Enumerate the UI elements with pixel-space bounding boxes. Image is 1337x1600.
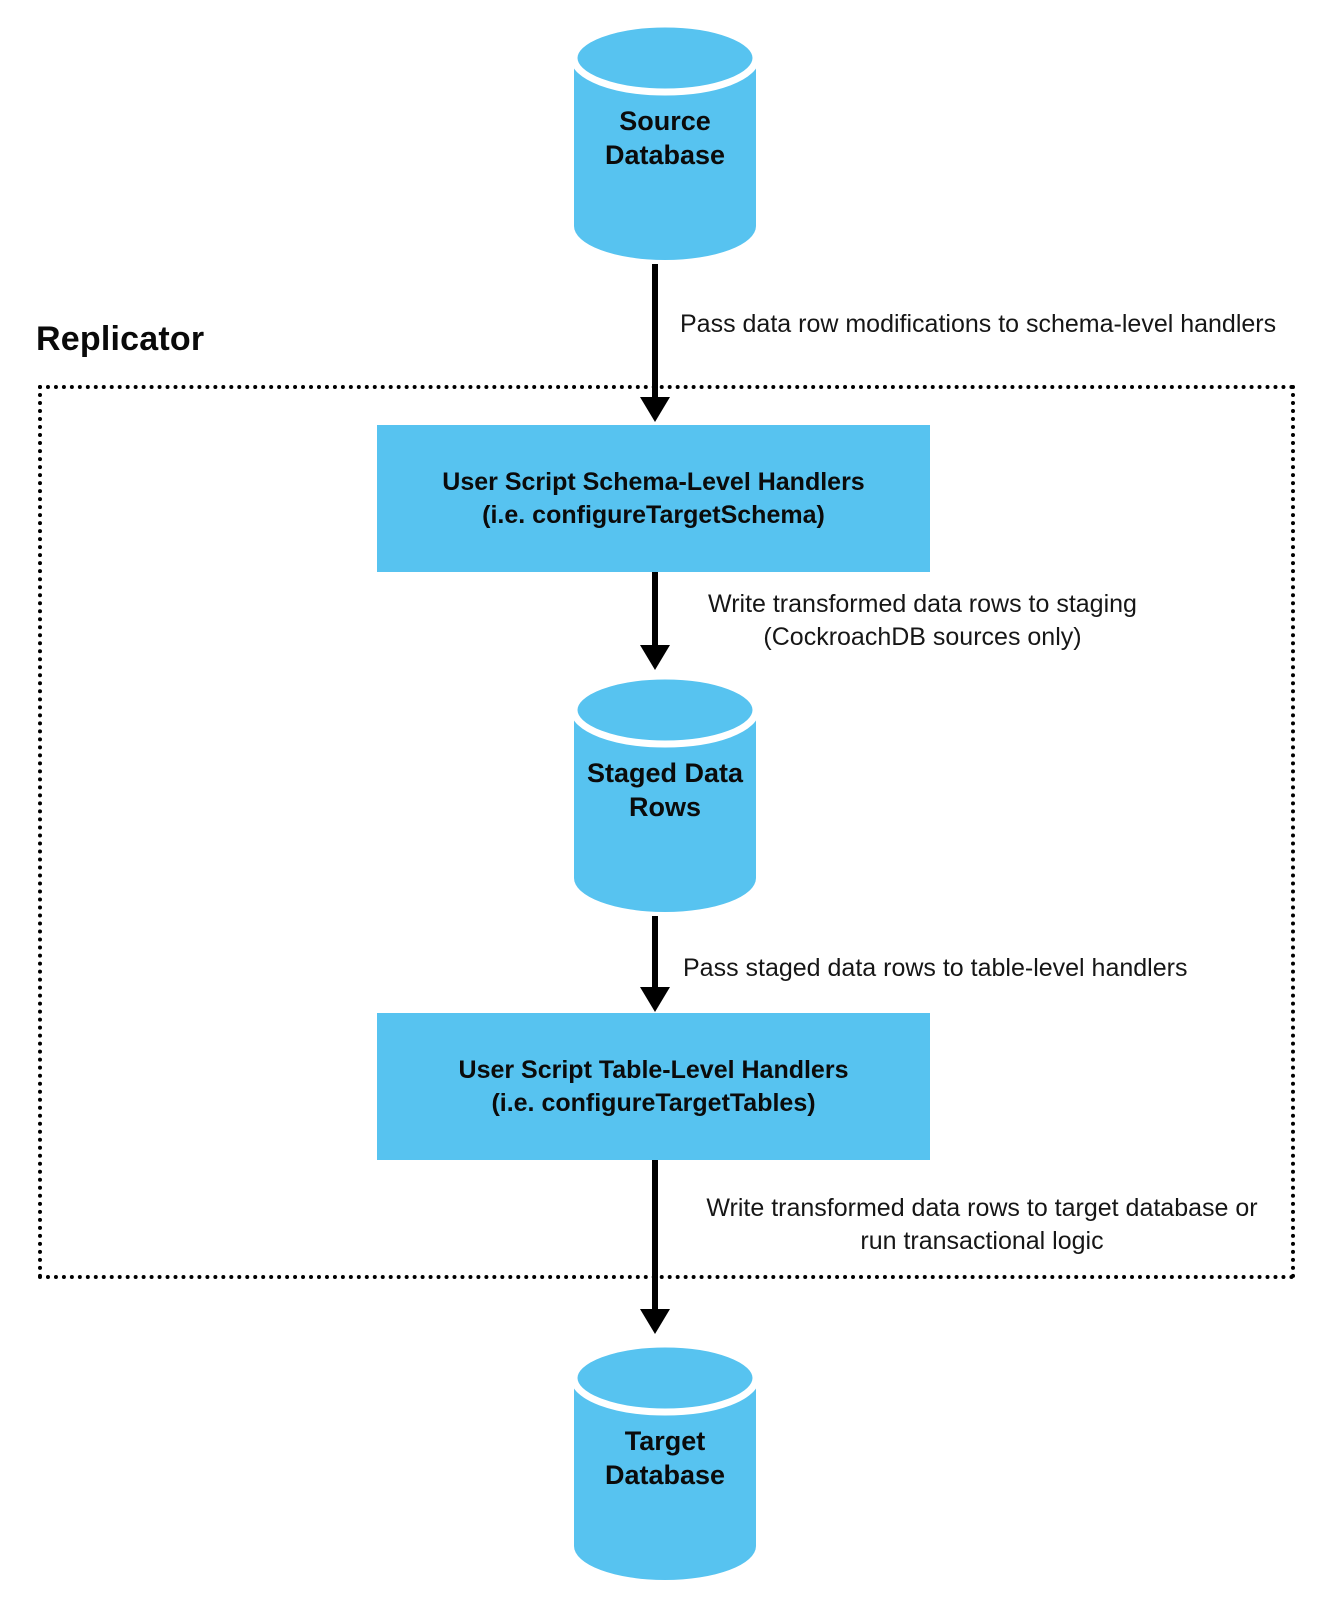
database-cylinder-icon bbox=[570, 672, 760, 912]
edge-label-line: (CockroachDB sources only) bbox=[763, 623, 1082, 651]
node-label-line: Staged Data bbox=[586, 758, 744, 788]
target-database-node: Target Database bbox=[570, 1340, 760, 1584]
edge-label-source-to-schema-handlers: Pass data row modifications to schema-le… bbox=[680, 310, 1277, 338]
node-label-line: User Script Table-Level Handlers bbox=[458, 1055, 849, 1084]
node-label-line: Database bbox=[604, 140, 726, 170]
schema-level-handlers-node: User Script Schema-Level Handlers (i.e. … bbox=[377, 425, 930, 572]
table-level-handlers-node: User Script Table-Level Handlers (i.e. c… bbox=[377, 1013, 930, 1160]
node-label-line: Target bbox=[624, 1426, 706, 1456]
edge-label-schema-handlers-to-staged-rows: Write transformed data rows to staging (… bbox=[675, 588, 1170, 654]
edge-arrow-schema-handlers-to-staged-rows bbox=[640, 572, 670, 670]
database-cylinder-icon bbox=[570, 1340, 760, 1580]
edge-arrow-source-to-schema-handlers bbox=[640, 264, 670, 422]
node-label-line: User Script Schema-Level Handlers bbox=[442, 467, 865, 496]
database-cylinder-icon bbox=[570, 20, 760, 260]
node-label: Staged Data Rows bbox=[570, 756, 760, 824]
node-label-line: (i.e. configureTargetSchema) bbox=[482, 500, 825, 529]
arrow-head-icon bbox=[640, 1309, 670, 1334]
arrow-head-icon bbox=[640, 987, 670, 1012]
arrow-head-icon bbox=[640, 397, 670, 422]
edge-label-line: Write transformed data rows to staging bbox=[708, 590, 1137, 618]
staged-data-rows-node: Staged Data Rows bbox=[570, 672, 760, 916]
replicator-boundary bbox=[38, 385, 1295, 1279]
node-label: Target Database bbox=[570, 1424, 760, 1492]
edge-label-table-handlers-to-target: Write transformed data rows to target da… bbox=[677, 1192, 1287, 1258]
edge-label-staged-rows-to-table-handlers: Pass staged data rows to table-level han… bbox=[683, 954, 1188, 982]
edge-label-line: run transactional logic bbox=[860, 1227, 1104, 1255]
replicator-group-label: Replicator bbox=[36, 320, 205, 358]
edge-label-line: Write transformed data rows to target da… bbox=[706, 1194, 1258, 1222]
node-label-line: Rows bbox=[628, 792, 701, 822]
source-database-node: Source Database bbox=[570, 20, 760, 264]
node-label-line: Database bbox=[604, 1460, 726, 1490]
edge-arrow-table-handlers-to-target bbox=[640, 1160, 670, 1334]
edge-arrow-staged-rows-to-table-handlers bbox=[640, 916, 670, 1012]
node-label: Source Database bbox=[570, 104, 760, 172]
node-label-line: (i.e. configureTargetTables) bbox=[491, 1088, 816, 1117]
node-label-line: Source bbox=[619, 106, 711, 136]
arrow-head-icon bbox=[640, 645, 670, 670]
